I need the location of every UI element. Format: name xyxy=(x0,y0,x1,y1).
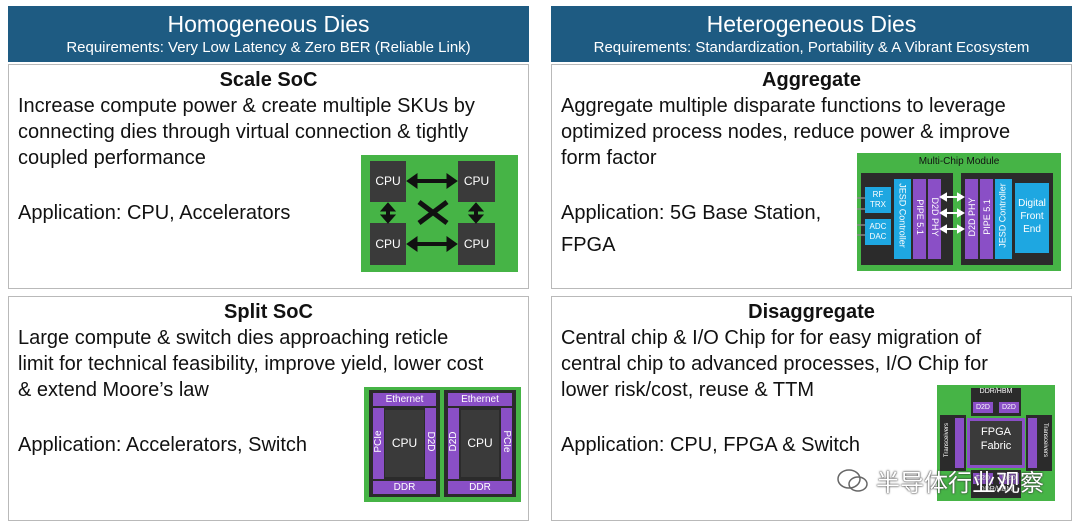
left-header: Homogeneous Dies Requirements: Very Low … xyxy=(8,6,529,62)
ethernet-label: Ethernet xyxy=(373,393,436,406)
mcm-interconnect-icon xyxy=(857,192,965,236)
cpu-die-top-left: CPU xyxy=(370,161,406,202)
disaggregate-application: Application: CPU, FPGA & Switch xyxy=(561,434,861,456)
rf-trx-block: RF TRX xyxy=(865,187,891,213)
aggregate-title: Aggregate xyxy=(762,69,861,91)
split-soc-title: Split SoC xyxy=(224,301,313,323)
scale-soc-application: Application: CPU, Accelerators xyxy=(18,202,291,224)
ddr-label: DDR xyxy=(448,481,512,494)
transceiver-right-chip: Transceivers xyxy=(1026,415,1052,471)
watermark-text: 半导体行业观察 xyxy=(876,470,1044,497)
d2dphy-bar-right xyxy=(965,179,978,259)
pipe-bar-right xyxy=(980,179,993,259)
cpu-die-bottom-right: CPU xyxy=(458,223,495,265)
cpu-die-bottom-left: CPU xyxy=(370,223,406,265)
disaggregate-card: Disaggregate Central chip & I/O Chip for… xyxy=(551,296,1072,521)
digital-front-end-block: Digital Front End xyxy=(1015,183,1049,253)
scale-soc-title: Scale SoC xyxy=(219,69,318,91)
split-soc-description: Large compute & switch dies approaching … xyxy=(18,327,484,401)
scale-soc-description: Increase compute power & create multiple… xyxy=(18,95,475,169)
scale-soc-diagram: CPU CPU CPU CPU xyxy=(361,155,518,272)
aggregate-description: Aggregate multiple disparate functions t… xyxy=(561,95,1011,169)
disaggregate-diagram: DDR/HBM D2D D2D D2D D2D DDR/HBM Transcei… xyxy=(937,385,1055,501)
fpga-central-chip xyxy=(967,418,1025,468)
right-header-title: Heterogeneous Dies xyxy=(706,11,917,37)
ddr-hbm-bottom-chip: D2D D2D DDR/HBM xyxy=(971,470,1021,498)
pcie-label: PCIe xyxy=(501,430,512,453)
d2d-bar xyxy=(448,408,459,479)
cpu-die-top-right: CPU xyxy=(458,161,495,202)
pipe-bar xyxy=(913,179,926,259)
split-die-right: Ethernet DDR D2D PCIe CPU xyxy=(444,390,516,497)
cpu-label: CPU xyxy=(461,410,499,477)
split-die-left: Ethernet DDR PCIe D2D CPU xyxy=(369,390,440,497)
d2d-label: D2D xyxy=(425,431,436,452)
d2d-bar xyxy=(425,408,436,479)
mcm-title: Multi-Chip Module xyxy=(918,156,1000,167)
adc-dac-block: ADC DAC xyxy=(865,219,891,245)
split-soc-card: Split SoC Large compute & switch dies ap… xyxy=(8,296,529,521)
interconnect-arrows-icon xyxy=(379,173,485,252)
aggregate-card: Aggregate Aggregate multiple disparate f… xyxy=(551,64,1072,289)
left-header-subtitle: Requirements: Very Low Latency & Zero BE… xyxy=(66,39,471,56)
transceiver-left-chip: Transceivers xyxy=(940,415,966,471)
fpga-fabric-label: FPGA Fabric xyxy=(980,426,1012,452)
cpu-label: CPU xyxy=(385,410,424,477)
ddr-label: DDR xyxy=(373,481,436,494)
pcie-bar xyxy=(501,408,512,479)
jesd-bar xyxy=(894,179,911,259)
d2dphy-bar xyxy=(928,179,941,259)
disaggregate-title: Disaggregate xyxy=(748,301,875,323)
watermark: 半导体行业观察 xyxy=(836,463,1044,498)
ethernet-label: Ethernet xyxy=(448,393,512,406)
split-soc-application: Application: Accelerators, Switch xyxy=(18,434,308,456)
wechat-logo-icon xyxy=(837,468,868,492)
jesd-bar-right xyxy=(995,179,1012,259)
left-header-title: Homogeneous Dies xyxy=(167,11,370,37)
aggregate-application: Application: 5G Base Station, FPGA xyxy=(561,202,822,256)
d2d-label: D2D xyxy=(448,431,459,452)
split-soc-diagram: Ethernet DDR PCIe D2D CPU Ethernet DDR D… xyxy=(364,387,521,502)
right-header-subtitle: Requirements: Standardization, Portabili… xyxy=(593,39,1030,56)
right-header: Heterogeneous Dies Requirements: Standar… xyxy=(551,6,1072,62)
scale-soc-card: Scale SoC Increase compute power & creat… xyxy=(8,64,529,289)
ddr-hbm-top-chip: DDR/HBM D2D D2D xyxy=(971,388,1021,416)
multi-chip-module-diagram: Multi-Chip Module RF TRX ADC DAC JESD Co… xyxy=(857,153,1061,271)
disaggregate-description: Central chip & I/O Chip for for easy mig… xyxy=(561,327,988,401)
pcie-bar xyxy=(373,408,384,479)
pcie-label: PCIe xyxy=(373,430,384,453)
